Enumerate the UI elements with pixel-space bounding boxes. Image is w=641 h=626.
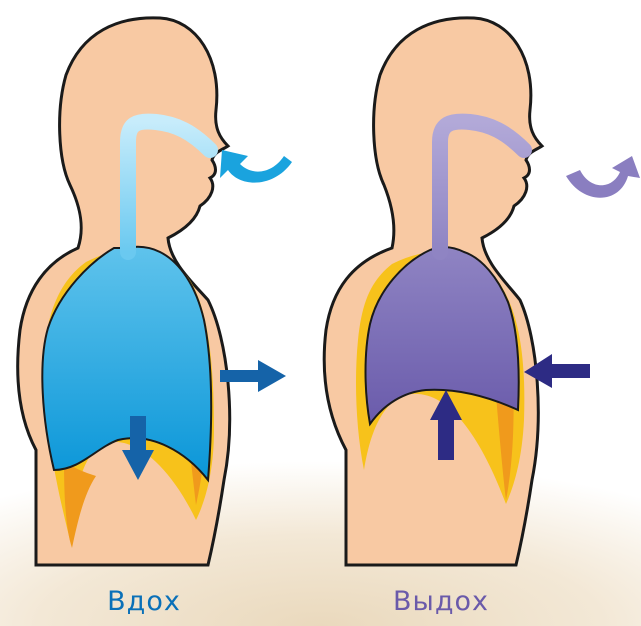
exhale-air-arrow-icon (566, 156, 640, 198)
inhale-caption: Вдох (64, 586, 224, 617)
inhale-air-arrow-icon (220, 150, 292, 183)
exhale-caption: Выдох (361, 586, 521, 617)
